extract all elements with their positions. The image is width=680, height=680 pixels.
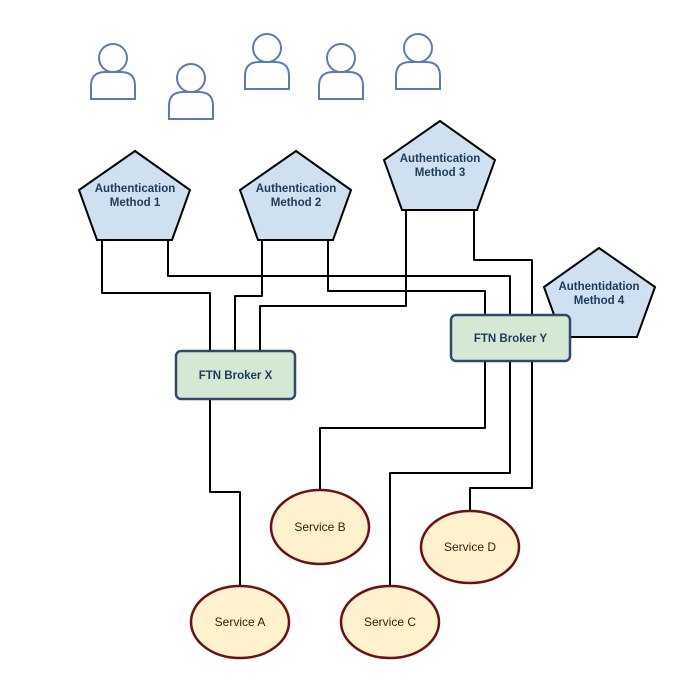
auth-method-1: Authentication Method 1	[77, 149, 192, 241]
auth-method-1-label-line2: Method 1	[110, 197, 161, 209]
connector-auth1-brokery	[167, 240, 511, 316]
broker-x-box	[174, 349, 297, 401]
service-c: Service C	[339, 584, 441, 660]
connectors	[101, 210, 533, 587]
service-c-label: Service C	[364, 615, 416, 629]
auth-method-4: Authentidation Method 4	[542, 246, 657, 338]
auth-method-1-label-line1: Authentication	[95, 183, 176, 195]
user-icon	[395, 33, 441, 90]
broker-y-label: FTN Broker Y	[474, 333, 548, 345]
auth-method-2-label-line1: Authentication	[256, 183, 337, 195]
connector-auth2-brokerx	[234, 240, 263, 352]
service-d-ellipse	[419, 509, 521, 585]
auth-method-3: Authentication Method 3	[382, 119, 497, 211]
connector-auth3-service-d	[469, 210, 533, 512]
connector-auth3-brokerx	[259, 210, 407, 352]
service-b-ellipse	[269, 488, 371, 566]
broker-y-box	[449, 313, 572, 363]
service-d-label: Service D	[444, 540, 496, 554]
service-a-label: Service A	[215, 615, 266, 629]
user-icon	[90, 43, 136, 100]
service-a-ellipse	[189, 584, 291, 660]
auth-method-2-label-line2: Method 2	[271, 197, 321, 209]
pentagon-shape	[77, 149, 192, 241]
connector-auth1-brokerx	[101, 240, 211, 352]
user-icon	[318, 43, 364, 100]
broker-x: FTN Broker X	[174, 349, 297, 401]
service-b-label: Service B	[294, 520, 345, 534]
pentagon-shape	[542, 246, 657, 338]
auth-method-2: Authentication Method 2	[238, 149, 353, 241]
service-a: Service A	[189, 584, 291, 660]
pentagon-shape	[238, 149, 353, 241]
broker-x-label: FTN Broker X	[199, 370, 273, 382]
connector-brokery-service-b	[319, 360, 486, 489]
auth-method-3-label-line2: Method 3	[415, 167, 465, 179]
auth-method-4-label-line1: Authentidation	[558, 281, 639, 293]
users	[90, 33, 441, 120]
service-c-ellipse	[339, 584, 441, 660]
service-b: Service B	[269, 488, 371, 566]
connector-brokery-service-c	[389, 360, 511, 587]
user-icon	[168, 63, 214, 120]
service-d: Service D	[419, 509, 521, 585]
auth-method-3-label-line1: Authentication	[400, 153, 481, 165]
connector-brokerx-service-a	[209, 398, 241, 587]
broker-y: FTN Broker Y	[449, 313, 572, 363]
pentagon-shape	[382, 119, 497, 211]
auth-method-4-label-line2: Method 4	[574, 295, 625, 307]
user-icon	[244, 33, 290, 90]
